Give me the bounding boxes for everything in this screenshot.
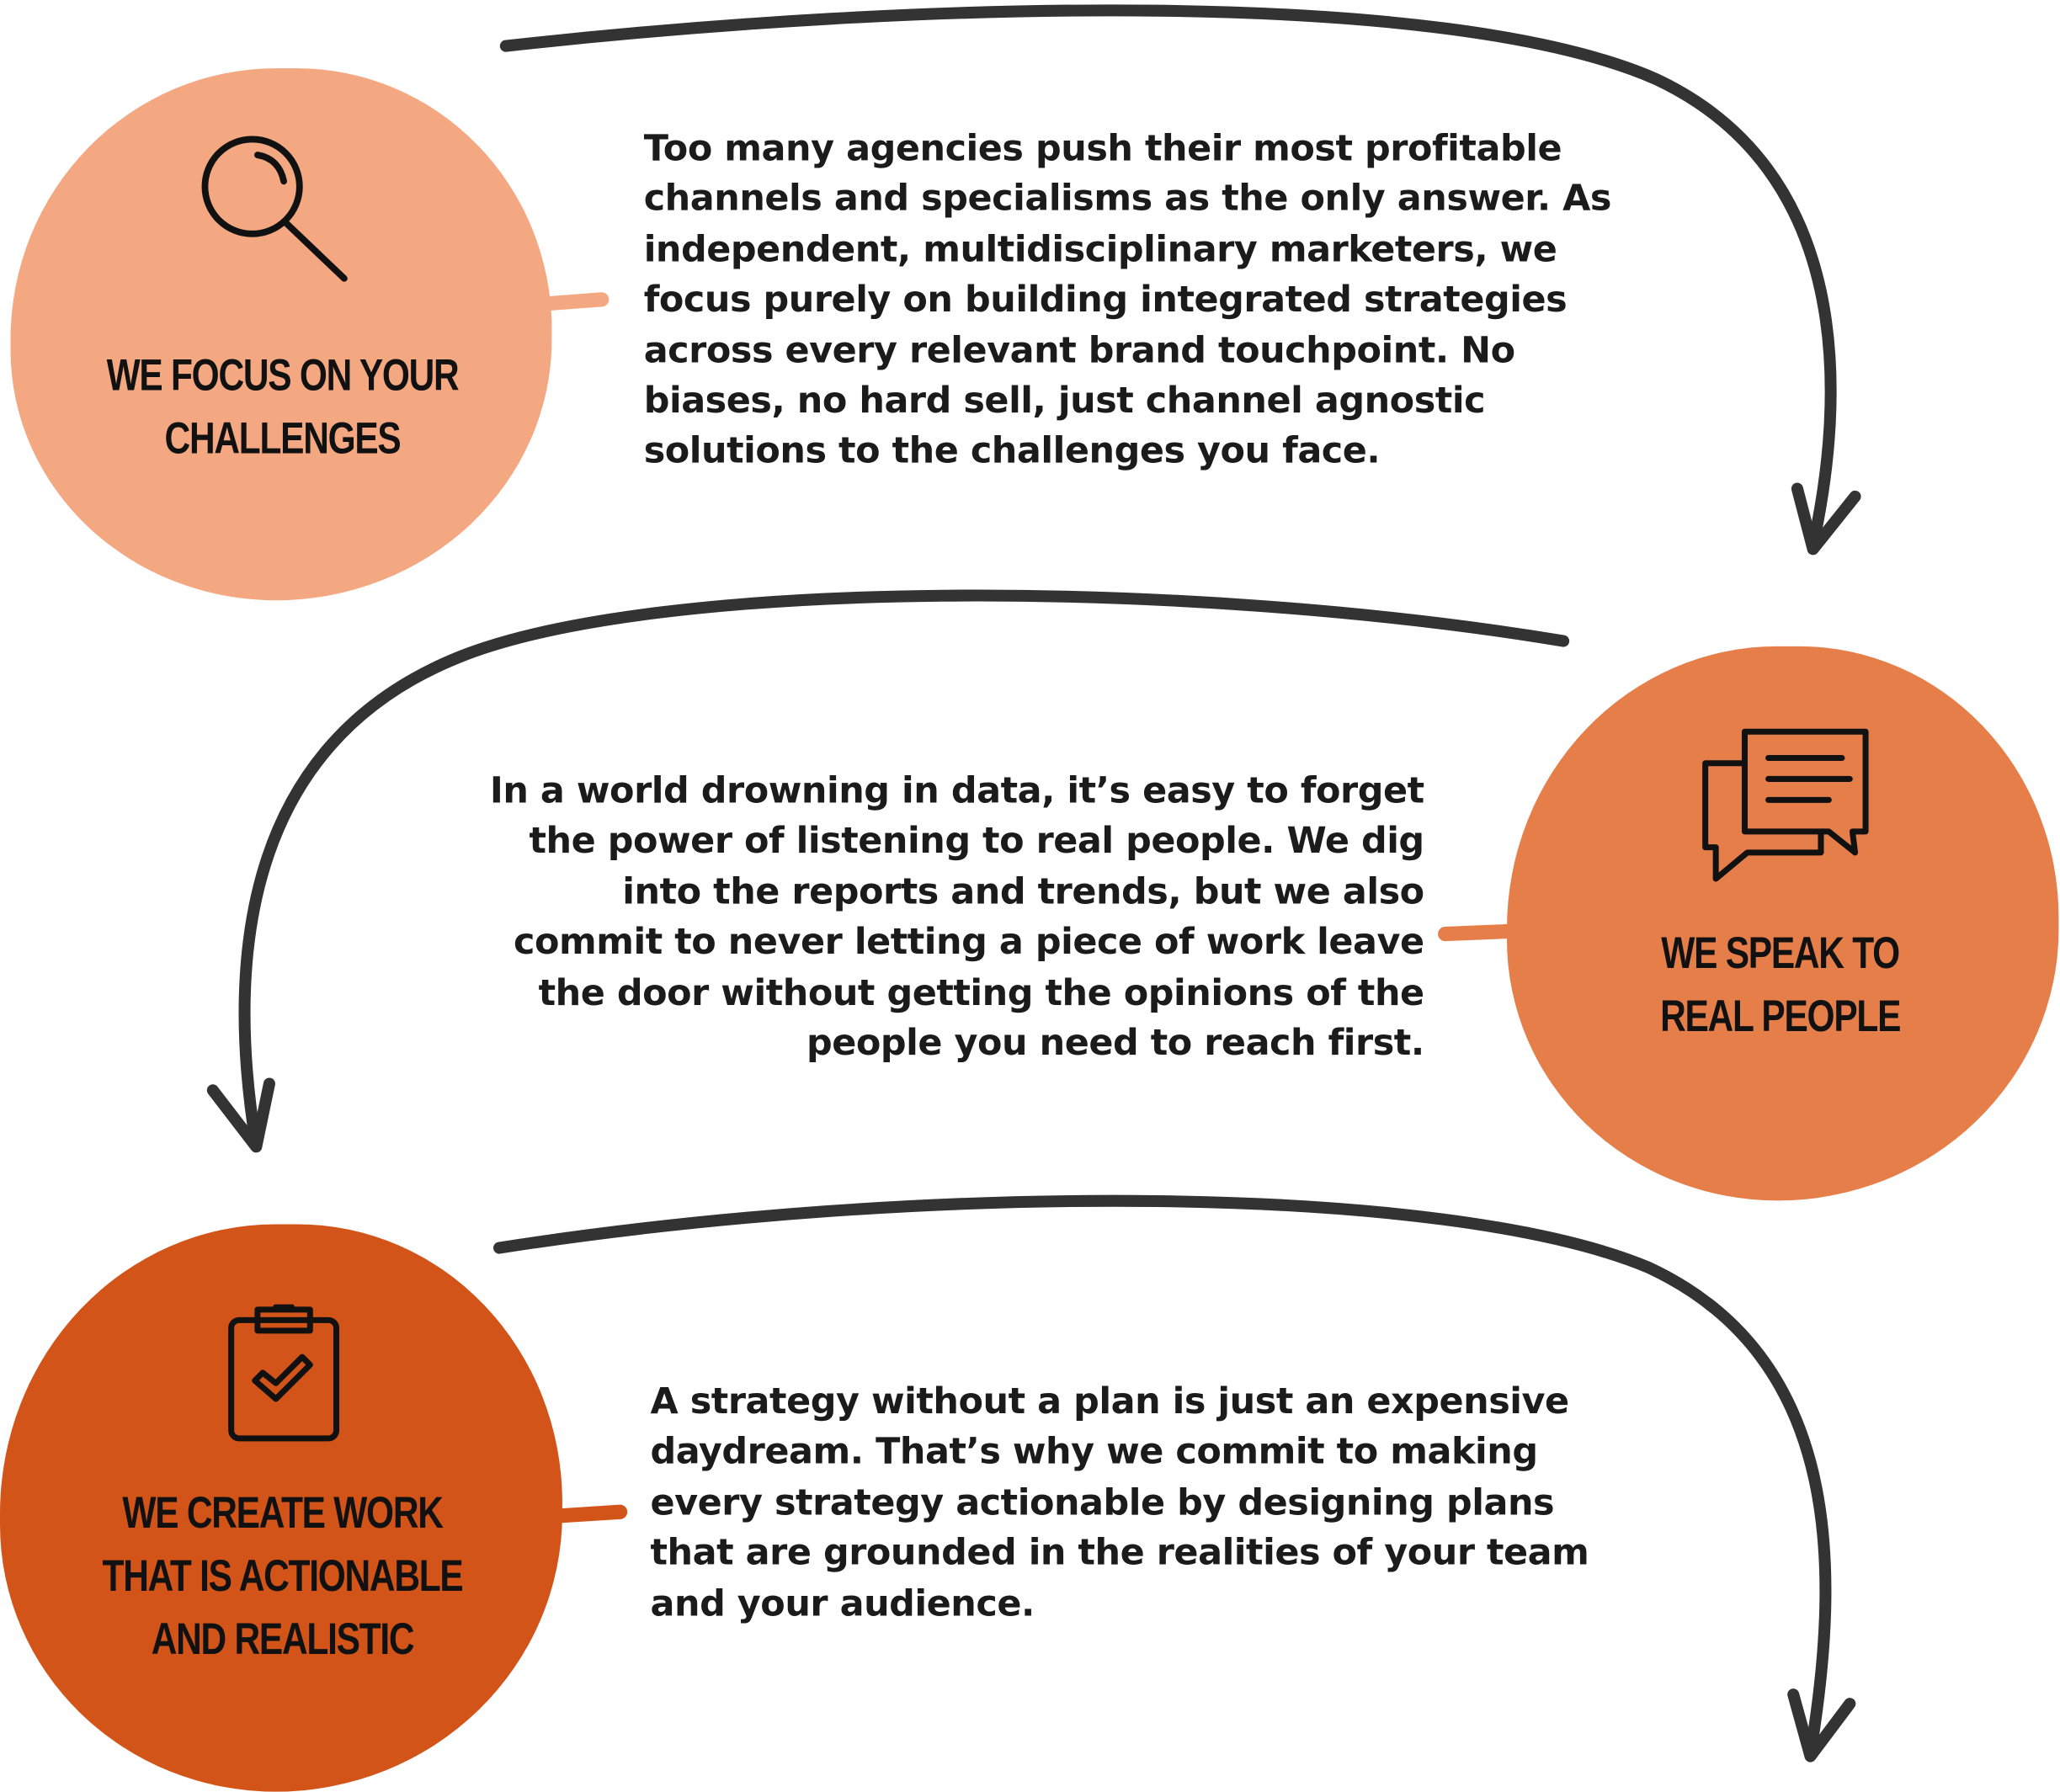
connector-1	[541, 292, 609, 311]
arrowhead-1	[1791, 482, 1861, 556]
step-3-title: We create work that is actionable and re…	[102, 1488, 464, 1665]
connector-2	[1438, 923, 1516, 942]
magnifying-glass-icon	[201, 136, 348, 282]
curved-arrow-1	[499, 4, 1837, 551]
curved-arrow-3	[493, 1194, 1832, 1760]
step-1-description: Too many agencies push their most profit…	[643, 127, 1612, 472]
chat-bubbles-icon	[1702, 728, 1869, 882]
step-1-circle	[10, 68, 552, 601]
arrowhead-3	[1787, 1688, 1856, 1763]
clipboard-check-icon	[228, 1304, 340, 1442]
curved-arrow-2	[238, 589, 1570, 1151]
step-1-title: We focus on your challenges	[106, 350, 460, 464]
step-2-description: In a world drowning in data, it’s easy t…	[489, 769, 1424, 1065]
connector-3	[551, 1504, 628, 1523]
step-2-circle	[1507, 646, 2059, 1201]
step-3-description: A strategy without a plan is just an exp…	[650, 1380, 1589, 1624]
step-2-title: We speak to real people	[1660, 928, 1901, 1042]
arrowhead-2	[206, 1077, 275, 1153]
